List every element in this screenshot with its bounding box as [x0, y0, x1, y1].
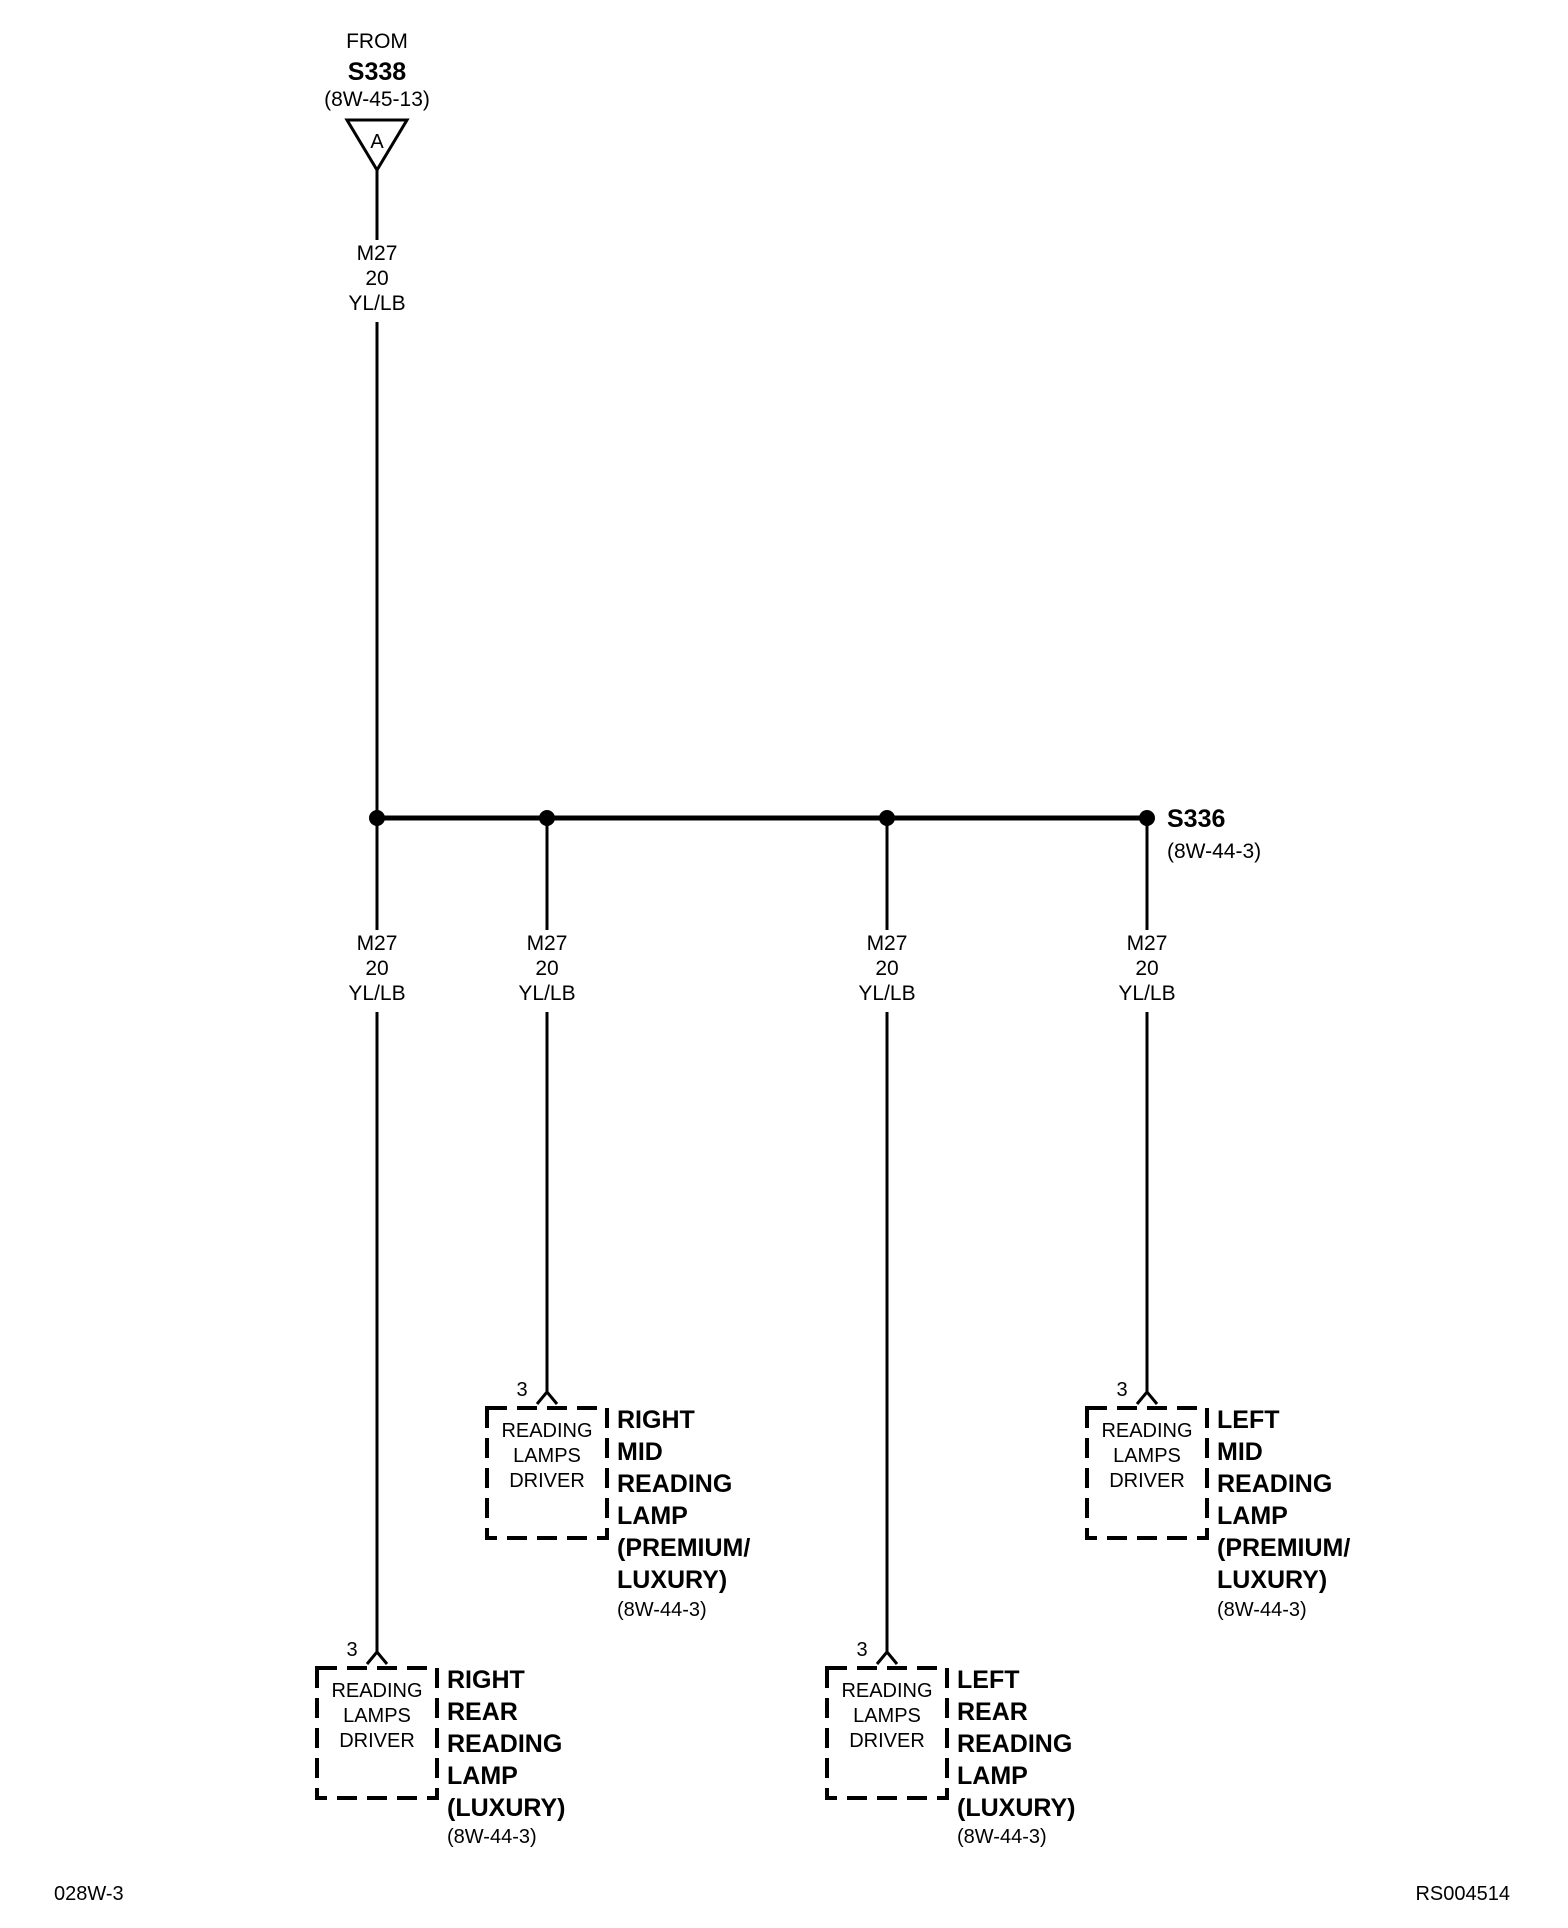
component-ref: (8W-44-3) [447, 1826, 537, 1848]
internal-line-2: LAMPS [513, 1445, 581, 1467]
component-name-line-6: LUXURY) [1217, 1566, 1327, 1594]
component-name-line-2: MID [1217, 1438, 1263, 1466]
top-wire-color: YL/LB [348, 292, 405, 315]
component-box [485, 1406, 609, 1540]
connector-pin-number: 3 [346, 1639, 357, 1661]
branch-circuit: M27 [1127, 932, 1168, 955]
component-ref: (8W-44-3) [1217, 1599, 1307, 1621]
component-ref: (8W-44-3) [617, 1599, 707, 1621]
branch-color: YL/LB [518, 982, 575, 1005]
component-name-line-4: LAMP [617, 1502, 688, 1530]
branch-right-rear: M27 20 YL/LB 3 READING LAMPS DRIVER RIGH… [315, 818, 566, 1848]
source-splice-id: S338 [348, 58, 406, 86]
source-connector-letter: A [370, 131, 384, 153]
bus-splice-ref: (8W-44-3) [1167, 840, 1261, 863]
component-name-line-5: (LUXURY) [447, 1794, 566, 1822]
component-name-line-5: (PREMIUM/ [1217, 1534, 1350, 1562]
component-name-line-2: REAR [957, 1698, 1028, 1726]
internal-line-3: DRIVER [339, 1730, 415, 1752]
internal-line-2: LAMPS [343, 1705, 411, 1727]
source-ref: (8W-45-13) [324, 88, 430, 111]
connector-pin-symbol [875, 1649, 899, 1665]
component-box [315, 1666, 439, 1800]
component-name-line-5: (PREMIUM/ [617, 1534, 750, 1562]
component-name-line-3: READING [1217, 1470, 1332, 1498]
component-name-line-4: LAMP [1217, 1502, 1288, 1530]
component-name-line-5: (LUXURY) [957, 1794, 1076, 1822]
bus-splice-id: S336 [1167, 805, 1225, 833]
source-from-label: FROM [346, 30, 408, 53]
component-name-line-6: LUXURY) [617, 1566, 727, 1594]
component-name-line-2: REAR [447, 1698, 518, 1726]
internal-line-3: DRIVER [849, 1730, 925, 1752]
component-ref: (8W-44-3) [957, 1826, 1047, 1848]
connector-pin-number: 3 [1116, 1379, 1127, 1401]
internal-line-2: LAMPS [853, 1705, 921, 1727]
component-name-line-3: READING [617, 1470, 732, 1498]
branch-circuit: M27 [527, 932, 568, 955]
component-name-line-4: LAMP [957, 1762, 1028, 1790]
branch-left-rear: M27 20 YL/LB 3 READING LAMPS DRIVER LEFT… [825, 818, 1076, 1848]
component-name-line-2: MID [617, 1438, 663, 1466]
branch-color: YL/LB [858, 982, 915, 1005]
branch-right-mid: M27 20 YL/LB 3 READING LAMPS DRIVER RIGH… [485, 818, 750, 1621]
branch-circuit: M27 [357, 932, 398, 955]
footer-figure-id: RS004514 [1415, 1883, 1510, 1905]
component-name-line-1: RIGHT [617, 1406, 695, 1434]
internal-line-1: READING [1101, 1420, 1192, 1442]
branch-gauge: 20 [365, 957, 388, 980]
component-box [825, 1666, 949, 1800]
branch-circuit: M27 [867, 932, 908, 955]
branch-gauge: 20 [1135, 957, 1158, 980]
component-name-line-1: LEFT [1217, 1406, 1280, 1434]
footer-page-code: 028W-3 [54, 1883, 124, 1905]
branch-gauge: 20 [535, 957, 558, 980]
component-name-line-3: READING [957, 1730, 1072, 1758]
component-box [1085, 1406, 1209, 1540]
internal-line-1: READING [331, 1680, 422, 1702]
source-connector-triangle [344, 118, 410, 173]
internal-line-2: LAMPS [1113, 1445, 1181, 1467]
connector-pin-symbol [1135, 1389, 1159, 1405]
connector-pin-number: 3 [516, 1379, 527, 1401]
component-name-line-3: READING [447, 1730, 562, 1758]
internal-line-1: READING [501, 1420, 592, 1442]
internal-line-3: DRIVER [1109, 1470, 1185, 1492]
connector-pin-symbol [365, 1649, 389, 1665]
top-wire-gauge: 20 [365, 267, 388, 290]
component-name-line-4: LAMP [447, 1762, 518, 1790]
branch-color: YL/LB [1118, 982, 1175, 1005]
branch-gauge: 20 [875, 957, 898, 980]
connector-pin-number: 3 [856, 1639, 867, 1661]
internal-line-1: READING [841, 1680, 932, 1702]
branch-color: YL/LB [348, 982, 405, 1005]
component-name-line-1: RIGHT [447, 1666, 525, 1694]
branch-left-mid: M27 20 YL/LB 3 READING LAMPS DRIVER LEFT… [1085, 818, 1350, 1621]
top-wire-circuit: M27 [357, 242, 398, 265]
component-name-line-1: LEFT [957, 1666, 1020, 1694]
internal-line-3: DRIVER [509, 1470, 585, 1492]
connector-pin-symbol [535, 1389, 559, 1405]
